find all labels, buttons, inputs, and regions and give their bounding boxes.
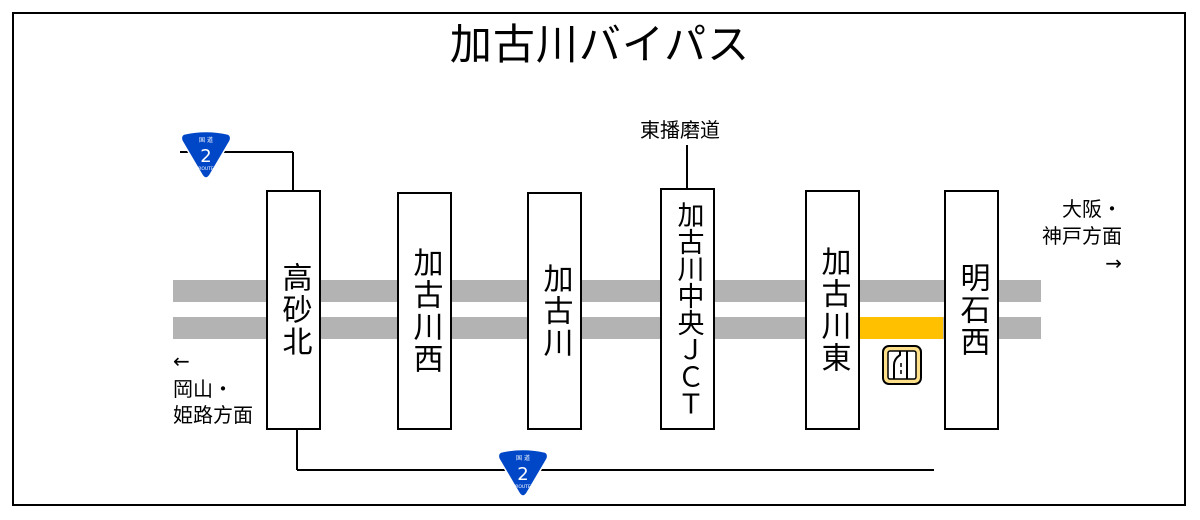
shield-top-text: 国 道 [199, 136, 213, 144]
highlight-section [859, 317, 943, 339]
lane-merge-icon [882, 345, 922, 385]
shield-bottom-text: ROUTE [515, 484, 531, 490]
shield-bottom-text: ROUTE [198, 166, 214, 172]
interchange-kakogawa[interactable]: 加古川 [527, 192, 582, 430]
interchange-label: 加古川西 [407, 247, 443, 375]
diagram-title: 加古川バイパス [449, 20, 751, 69]
interchange-label: 高砂北 [276, 262, 312, 358]
interchange-akashinishi[interactable]: 明石西 [944, 190, 999, 430]
east-arrow: → [1105, 251, 1122, 275]
shield-top-text: 国 道 [516, 454, 530, 462]
east-direction-line2: 神戸方面 [1042, 224, 1122, 248]
route2-shield-icon: 国 道 2 ROUTE [178, 130, 234, 180]
east-direction-line1: 大阪・ [1062, 197, 1122, 221]
interchange-kakogawanishi[interactable]: 加古川西 [397, 192, 452, 430]
interchange-label: 加古川東 [815, 246, 851, 374]
route2-shield-icon: 国 道 2 ROUTE [495, 448, 551, 498]
route2-shield-graphic: 国 道 2 ROUTE [497, 448, 549, 497]
west-arrow: ← [173, 349, 190, 373]
interchange-label: 加古川中央ＪＣＴ [672, 201, 704, 417]
diagram-frame [12, 12, 1186, 506]
interchange-kakogawachuo-jct[interactable]: 加古川中央ＪＣＴ [660, 188, 715, 430]
route2-shield-graphic: 国 道 2 ROUTE [180, 130, 232, 179]
interchange-takasagokita[interactable]: 高砂北 [266, 190, 321, 430]
west-direction-line2: 姫路方面 [173, 403, 253, 427]
interchange-kakogawahigashi[interactable]: 加古川東 [805, 190, 860, 430]
interchange-label: 明石西 [954, 262, 990, 358]
connector-label-tobanban: 東播磨道 [640, 118, 720, 142]
west-direction-line1: 岡山・ [173, 377, 233, 401]
shield-number: 2 [200, 146, 211, 167]
interchange-label: 加古川 [537, 263, 573, 359]
shield-number: 2 [517, 464, 528, 485]
